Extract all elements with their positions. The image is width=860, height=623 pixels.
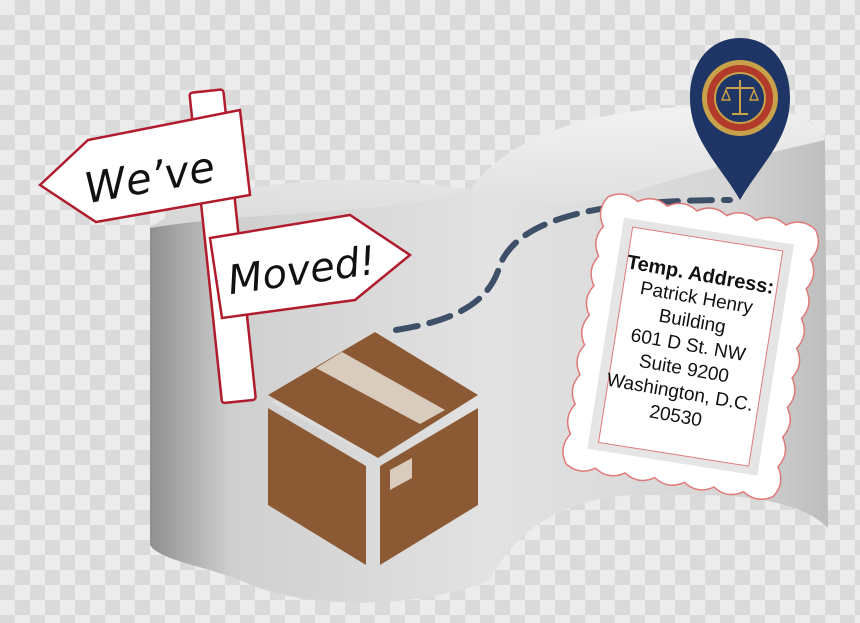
moving-box-icon	[268, 330, 478, 565]
temporary-address: Temp. Address: Patrick Henry Building 60…	[585, 248, 791, 445]
sign-board-bottom: Moved!	[208, 213, 413, 320]
sign-board-top: We’ve	[37, 108, 252, 224]
signpost: We’ve Moved!	[37, 88, 413, 405]
location-pin-icon	[690, 38, 790, 200]
postage-stamp-icon	[562, 193, 820, 501]
scales-of-justice-seal-icon	[702, 60, 778, 136]
